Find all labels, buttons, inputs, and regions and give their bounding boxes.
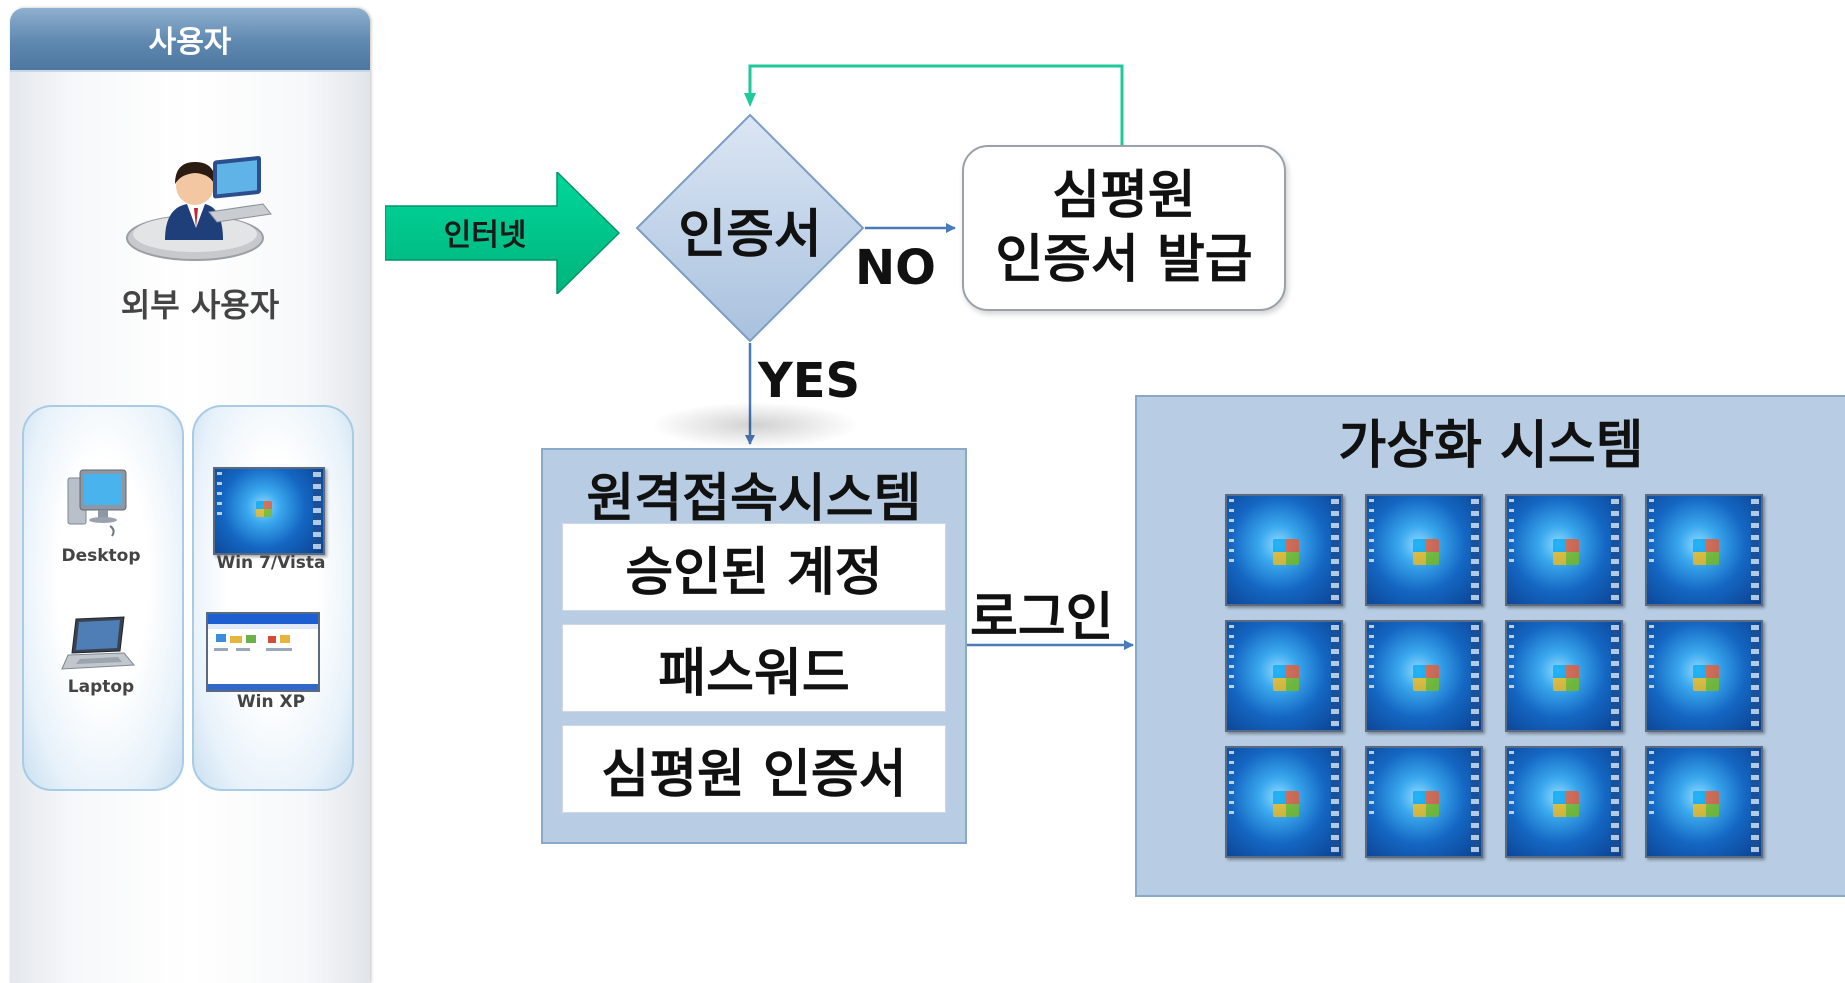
- internet-label: 인터넷: [443, 218, 527, 253]
- hira-certificate-box: 심평원 인증서: [562, 725, 946, 813]
- virtual-desktop-screen-icon: [1505, 494, 1623, 606]
- desktop-label: Desktop: [61, 546, 141, 566]
- windowsxp-screen-icon: [206, 612, 320, 692]
- drop-shadow: [650, 402, 860, 448]
- approved-account-box: 승인된 계정: [562, 523, 946, 611]
- certificate-label: 인증서: [678, 205, 822, 265]
- virtualization-system-title: 가상화 시스템: [1338, 416, 1644, 476]
- virtual-desktop-screen-icon: [1365, 494, 1483, 606]
- device-column-hardware: [22, 405, 184, 791]
- virtual-desktop-screen-icon: [1225, 746, 1343, 858]
- virtual-desktop-screen-icon: [1645, 620, 1763, 732]
- virtual-desktop-screen-icon: [1505, 746, 1623, 858]
- laptop-label: Laptop: [67, 677, 135, 697]
- issue-line-2: 인증서 발급: [995, 230, 1253, 290]
- virtual-desktop-screen-icon: [1645, 746, 1763, 858]
- remote-access-system-title: 원격접속시스템: [586, 469, 922, 529]
- virtual-desktop-screen-icon: [1505, 620, 1623, 732]
- password-box: 패스워드: [562, 624, 946, 712]
- windows7-screen-icon: [213, 467, 325, 555]
- win7-vista-label: Win 7/Vista: [216, 553, 326, 573]
- login-label: 로그인: [970, 588, 1114, 648]
- certificate-decision-diamond: [635, 113, 865, 343]
- certificate-issue-box: 심평원 인증서 발급: [962, 145, 1286, 311]
- yes-label: YES: [758, 353, 861, 409]
- no-label: NO: [855, 240, 936, 296]
- virtual-desktop-screen-icon: [1225, 494, 1343, 606]
- device-column-os: [192, 405, 354, 791]
- external-user-label: 외부 사용자: [120, 286, 280, 324]
- desktop-computer-icon: [67, 469, 127, 537]
- winxp-label: Win XP: [236, 692, 306, 712]
- issue-line-1: 심평원: [1052, 166, 1196, 226]
- user-panel-header: 사용자: [10, 8, 370, 72]
- user-at-laptop-icon: [126, 156, 272, 261]
- virtual-desktop-screen-icon: [1645, 494, 1763, 606]
- laptop-icon: [61, 616, 136, 670]
- virtual-desktop-screen-icon: [1225, 620, 1343, 732]
- virtual-desktop-screen-icon: [1365, 746, 1483, 858]
- virtual-desktop-screen-icon: [1365, 620, 1483, 732]
- internet-arrow-icon: [385, 172, 621, 294]
